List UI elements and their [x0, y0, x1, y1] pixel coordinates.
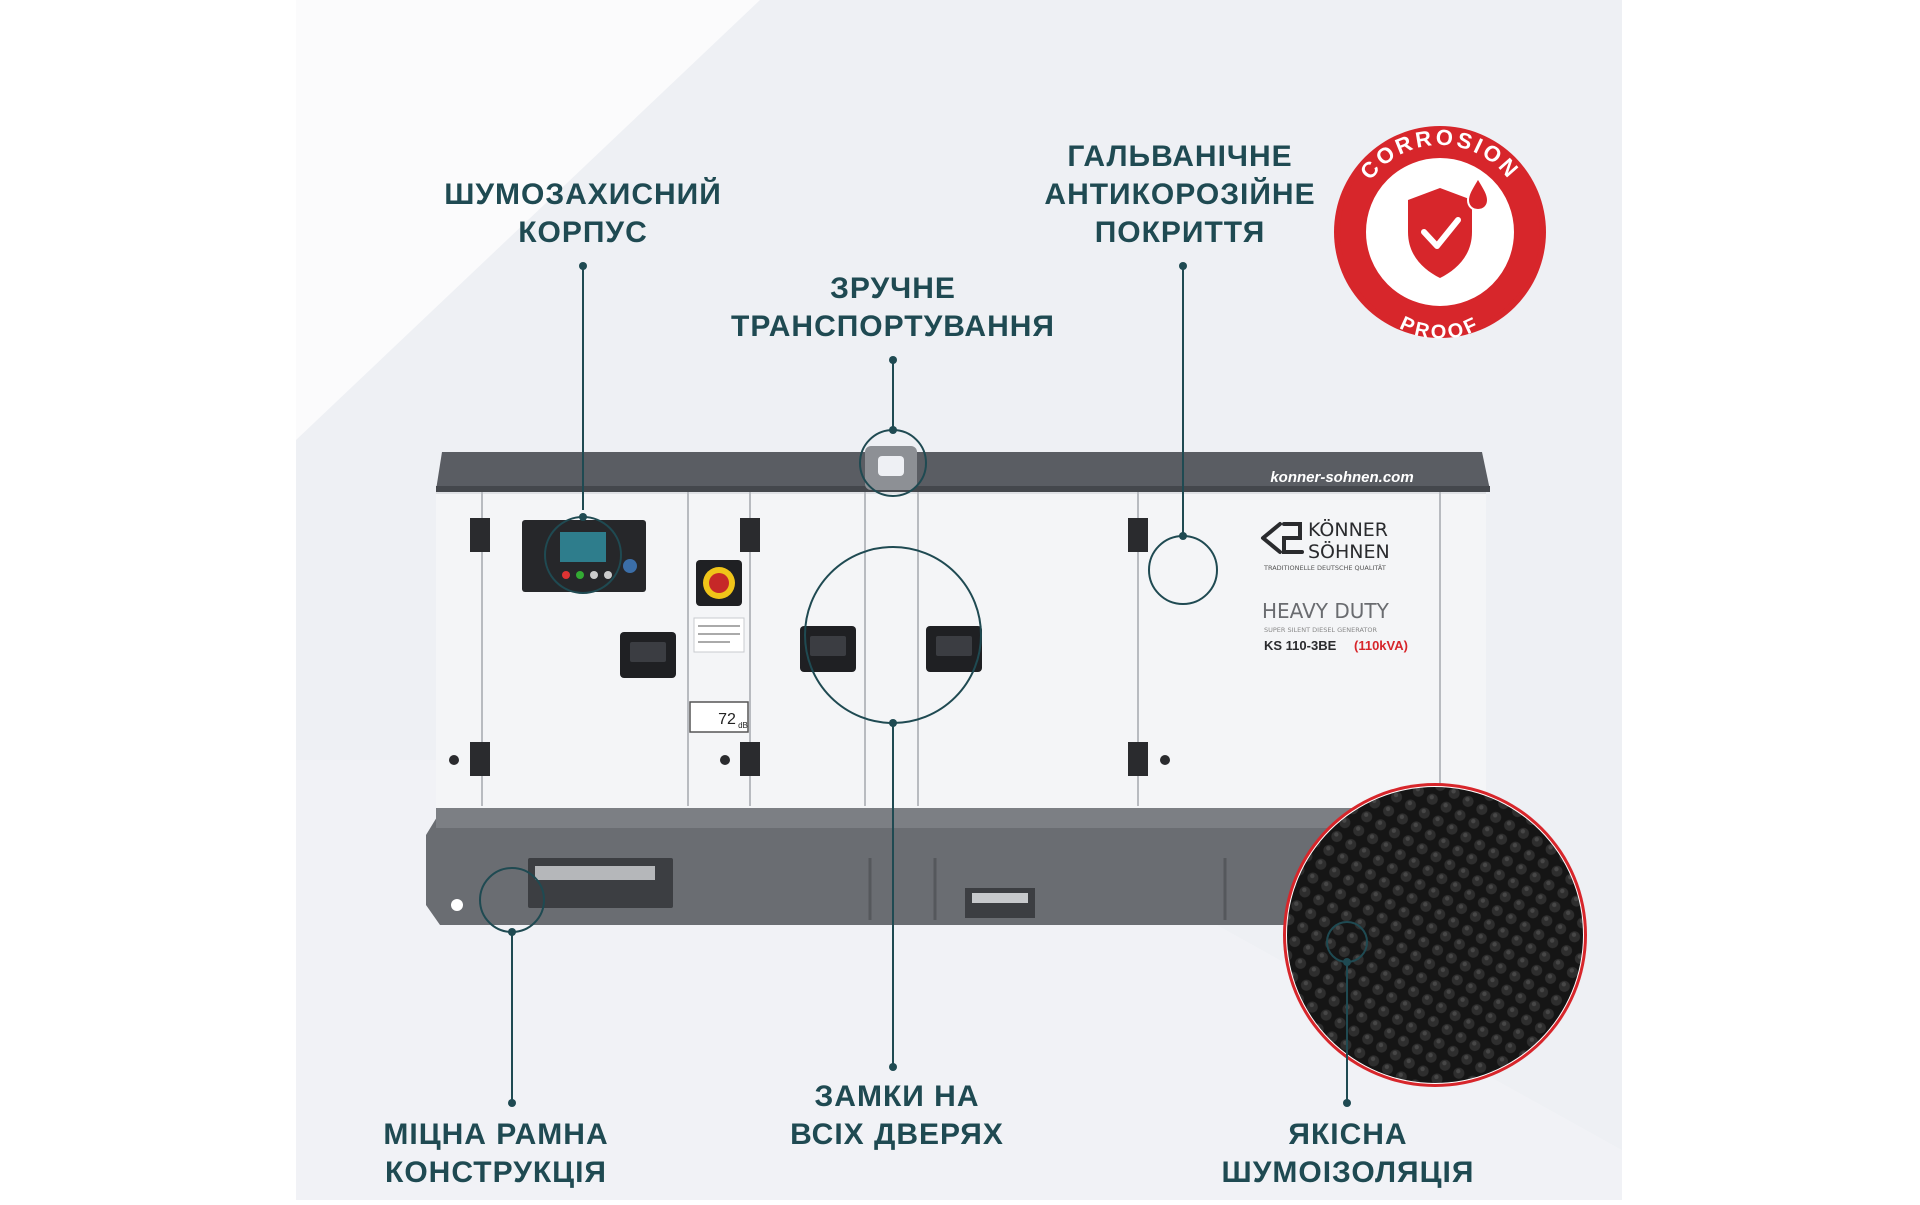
base-frame: [426, 812, 1485, 925]
connector-dot: [889, 426, 897, 434]
connector-dots: [508, 262, 1351, 1107]
connector-dot: [508, 1099, 516, 1107]
background-light-wedge: [296, 0, 760, 440]
badge-red-ring: [1340, 132, 1540, 332]
control-panel-screen: [560, 532, 606, 562]
callout-insulation-line2: ШУМОІЗОЛЯЦІЯ: [1221, 1156, 1475, 1189]
corrosion-proof-badge: CORROSION PROOF: [1334, 125, 1546, 344]
callout-transport: ЗРУЧНЕ ТРАНСПОРТУВАННЯ: [731, 270, 1055, 346]
noise-badge: [689, 701, 749, 733]
hinge: [1128, 518, 1148, 552]
connector-dot: [579, 513, 587, 521]
housing-roof: [436, 452, 1490, 490]
callout-coating-line2: АНТИКОРОЗІЙНЕ: [1044, 178, 1316, 211]
door-knob: [449, 755, 459, 765]
hinge: [470, 518, 490, 552]
brand-tagline: TRADITIONELLE DEUTSCHE QUALITÄT: [1263, 563, 1386, 572]
connector-dot: [1343, 1099, 1351, 1107]
frame-slot-mid-bar: [972, 893, 1028, 903]
product-power: (110kVA): [1354, 638, 1408, 653]
callout-housing-line1: ШУМОЗАХИСНИЙ: [444, 178, 722, 211]
foam-texture: [1287, 787, 1583, 1083]
control-panel-button: [562, 571, 570, 579]
callout-transport-line2: ТРАНСПОРТУВАННЯ: [731, 310, 1055, 343]
connector-dot: [1343, 958, 1351, 966]
hinge: [470, 742, 490, 776]
connector-dot: [508, 928, 516, 936]
brand-logo: KÖNNER SÖHNEN TRADITIONELLE DEUTSCHE QUA…: [1261, 518, 1390, 572]
brand-name-line1: KÖNNER: [1308, 518, 1388, 541]
callout-housing: ШУМОЗАХИСНИЙ КОРПУС: [444, 176, 722, 252]
callout-coating-line1: ГАЛЬВАНІЧНЕ: [1067, 140, 1293, 173]
noise-badge-value: 72: [718, 711, 736, 728]
control-panel-button: [604, 571, 612, 579]
frame-slot-left: [528, 858, 673, 908]
callout-frame-line2: КОНСТРУКЦІЯ: [385, 1156, 607, 1189]
callout-coating: ГАЛЬВАНІЧНЕ АНТИКОРОЗІЙНЕ ПОКРИТТЯ: [1044, 138, 1315, 252]
callout-housing-line2: КОРПУС: [518, 216, 648, 249]
connector-dot: [889, 1063, 897, 1071]
callout-locks-line2: ВСІХ ДВЕРЯХ: [790, 1118, 1004, 1151]
door-handle-inner: [810, 636, 846, 656]
hinge: [740, 518, 760, 552]
door-handle-inner: [630, 642, 666, 662]
hinge: [1128, 742, 1148, 776]
product-series: HEAVY DUTY: [1262, 599, 1390, 623]
product-subtitle: SUPER SILENT DIESEL GENERATOR: [1264, 626, 1378, 634]
callout-insulation: ЯКІСНА ШУМОІЗОЛЯЦІЯ: [1222, 1116, 1475, 1192]
brand-logo-mark: [1261, 522, 1304, 554]
connector-dot: [1179, 532, 1187, 540]
website-label: konner-sohnen.com: [1270, 469, 1413, 486]
housing-skirt: [436, 806, 1486, 828]
roof-edge: [436, 486, 1490, 492]
callout-frame-line1: МІЦНА РАМНА: [383, 1118, 609, 1151]
droplet-icon: [1466, 176, 1490, 212]
insulation-foam-zoom: [1283, 783, 1587, 1087]
shield-check-mark: [1421, 217, 1461, 249]
callout-transport-line1: ЗРУЧНЕ: [830, 272, 956, 305]
door-knob: [1160, 755, 1170, 765]
frame-hole: [451, 899, 463, 911]
connector-dot: [1179, 262, 1187, 270]
brand-name-line2: SÖHNEN: [1308, 540, 1390, 563]
door-handle-inner: [936, 636, 972, 656]
generator: 72 dB konner-sohnen.com KÖNNER SÖHNEN TR…: [426, 446, 1490, 925]
emergency-stop-button: [709, 573, 729, 593]
control-panel-key: [623, 559, 637, 573]
callout-locks-line1: ЗАМКИ НА: [814, 1080, 980, 1113]
connector-dot: [579, 262, 587, 270]
control-panel-button: [576, 571, 584, 579]
connector-dot: [889, 356, 897, 364]
shield-check-icon: [1408, 188, 1472, 278]
callout-locks: ЗАМКИ НА ВСІХ ДВЕРЯХ: [790, 1078, 1004, 1154]
hinge: [740, 742, 760, 776]
callout-insulation-line1: ЯКІСНА: [1288, 1118, 1408, 1151]
connector-dot: [889, 719, 897, 727]
door-knob: [720, 755, 730, 765]
product-model: KS 110-3BE: [1264, 638, 1337, 653]
noise-badge-unit: dB: [738, 721, 748, 730]
callout-frame: МІЦНА РАМНА КОНСТРУКЦІЯ: [383, 1116, 608, 1192]
control-panel-button: [590, 571, 598, 579]
lifting-eye-hole: [878, 456, 904, 476]
frame-slot-left-bar: [535, 866, 655, 880]
callout-coating-line3: ПОКРИТТЯ: [1094, 216, 1266, 249]
